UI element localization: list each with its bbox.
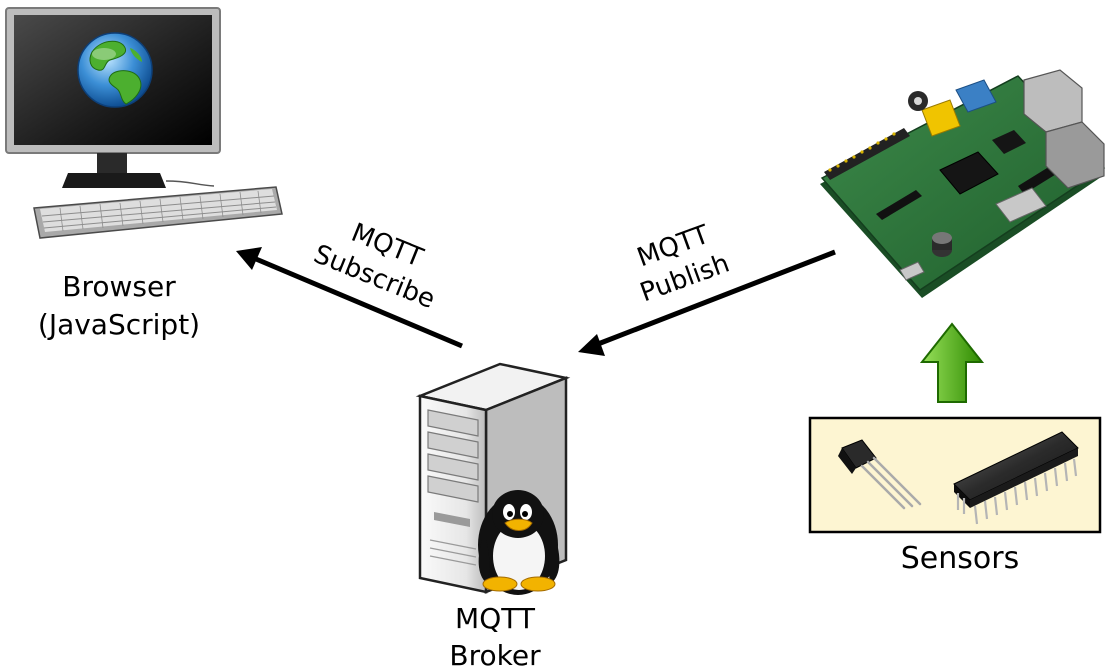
sensors-box (808, 416, 1102, 534)
green-up-arrow (919, 322, 985, 403)
monitor-base (62, 173, 166, 188)
raspberry-pi-board-icon (820, 69, 1106, 298)
transistor-sensor-icon (838, 439, 922, 510)
globe-icon (77, 32, 153, 108)
keyboard-icon (33, 186, 283, 239)
desktop-computer-icon (5, 7, 283, 239)
publish-arrow (578, 249, 836, 356)
broker-label: MQTT (455, 602, 536, 635)
subscribe-arrow (236, 247, 463, 349)
browser-label: Browser (62, 270, 176, 303)
browser-sublabel: (JavaScript) (38, 308, 200, 341)
sensors-label: Sensors (901, 541, 1019, 576)
dip-chip-icon (953, 431, 1079, 525)
tux-penguin-icon (478, 490, 560, 595)
broker-sublabel: Broker (449, 639, 541, 671)
monitor-neck (97, 153, 127, 173)
